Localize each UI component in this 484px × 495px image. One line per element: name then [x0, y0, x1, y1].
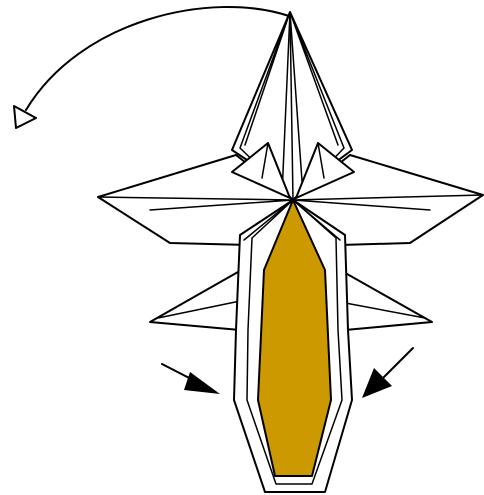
curved-rotate-arrow-icon: [14, 7, 289, 128]
push-arrow-icon: [162, 364, 220, 394]
push-arrow-icon: [362, 348, 413, 398]
